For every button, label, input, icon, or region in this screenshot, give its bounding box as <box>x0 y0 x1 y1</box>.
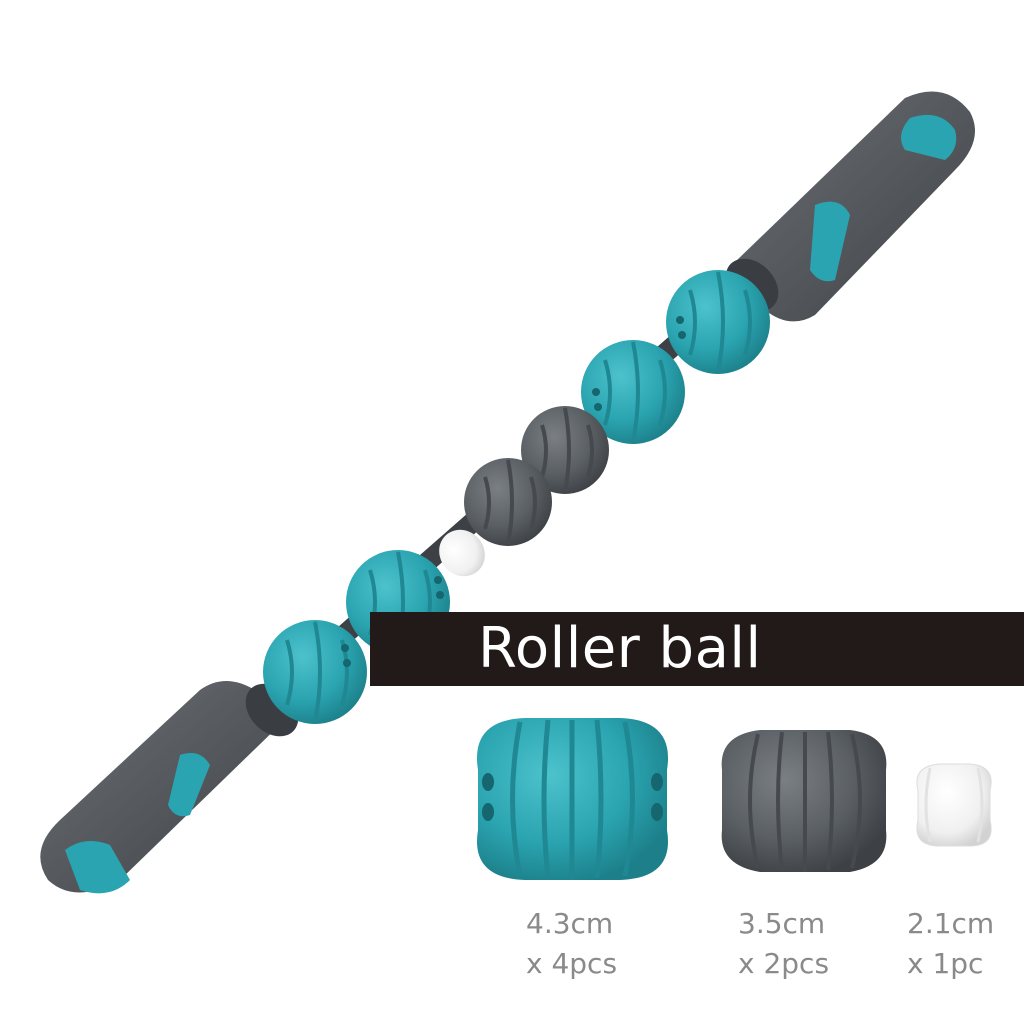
spec-large-size: 4.3cm <box>526 907 614 940</box>
ball-teal-1 <box>666 270 770 374</box>
spec-large: 4.3cm x 4pcs <box>526 904 617 984</box>
medium-ball-icon <box>721 730 887 872</box>
ball-teal-4 <box>263 620 367 724</box>
banner-title: Roller ball <box>478 616 762 681</box>
large-ball-icon <box>476 718 669 880</box>
spec-small-quantity: x 1pc <box>907 947 984 980</box>
ball-white <box>439 529 485 577</box>
spec-small-size: 2.1cm <box>907 907 995 940</box>
ball-gray-2 <box>464 458 552 546</box>
spec-large-quantity: x 4pcs <box>526 947 618 980</box>
title-banner: Roller ball <box>370 612 1024 686</box>
spec-small: 2.1cm x 1pc <box>907 904 994 984</box>
lower-handle <box>40 681 299 894</box>
ball-gray-1 <box>521 406 609 494</box>
spec-medium-size: 3.5cm <box>738 907 826 940</box>
ball-teal-2 <box>581 340 685 444</box>
spec-medium-quantity: x 2pcs <box>738 947 830 980</box>
small-ball-icon <box>916 763 992 847</box>
spec-medium: 3.5cm x 2pcs <box>738 904 829 984</box>
